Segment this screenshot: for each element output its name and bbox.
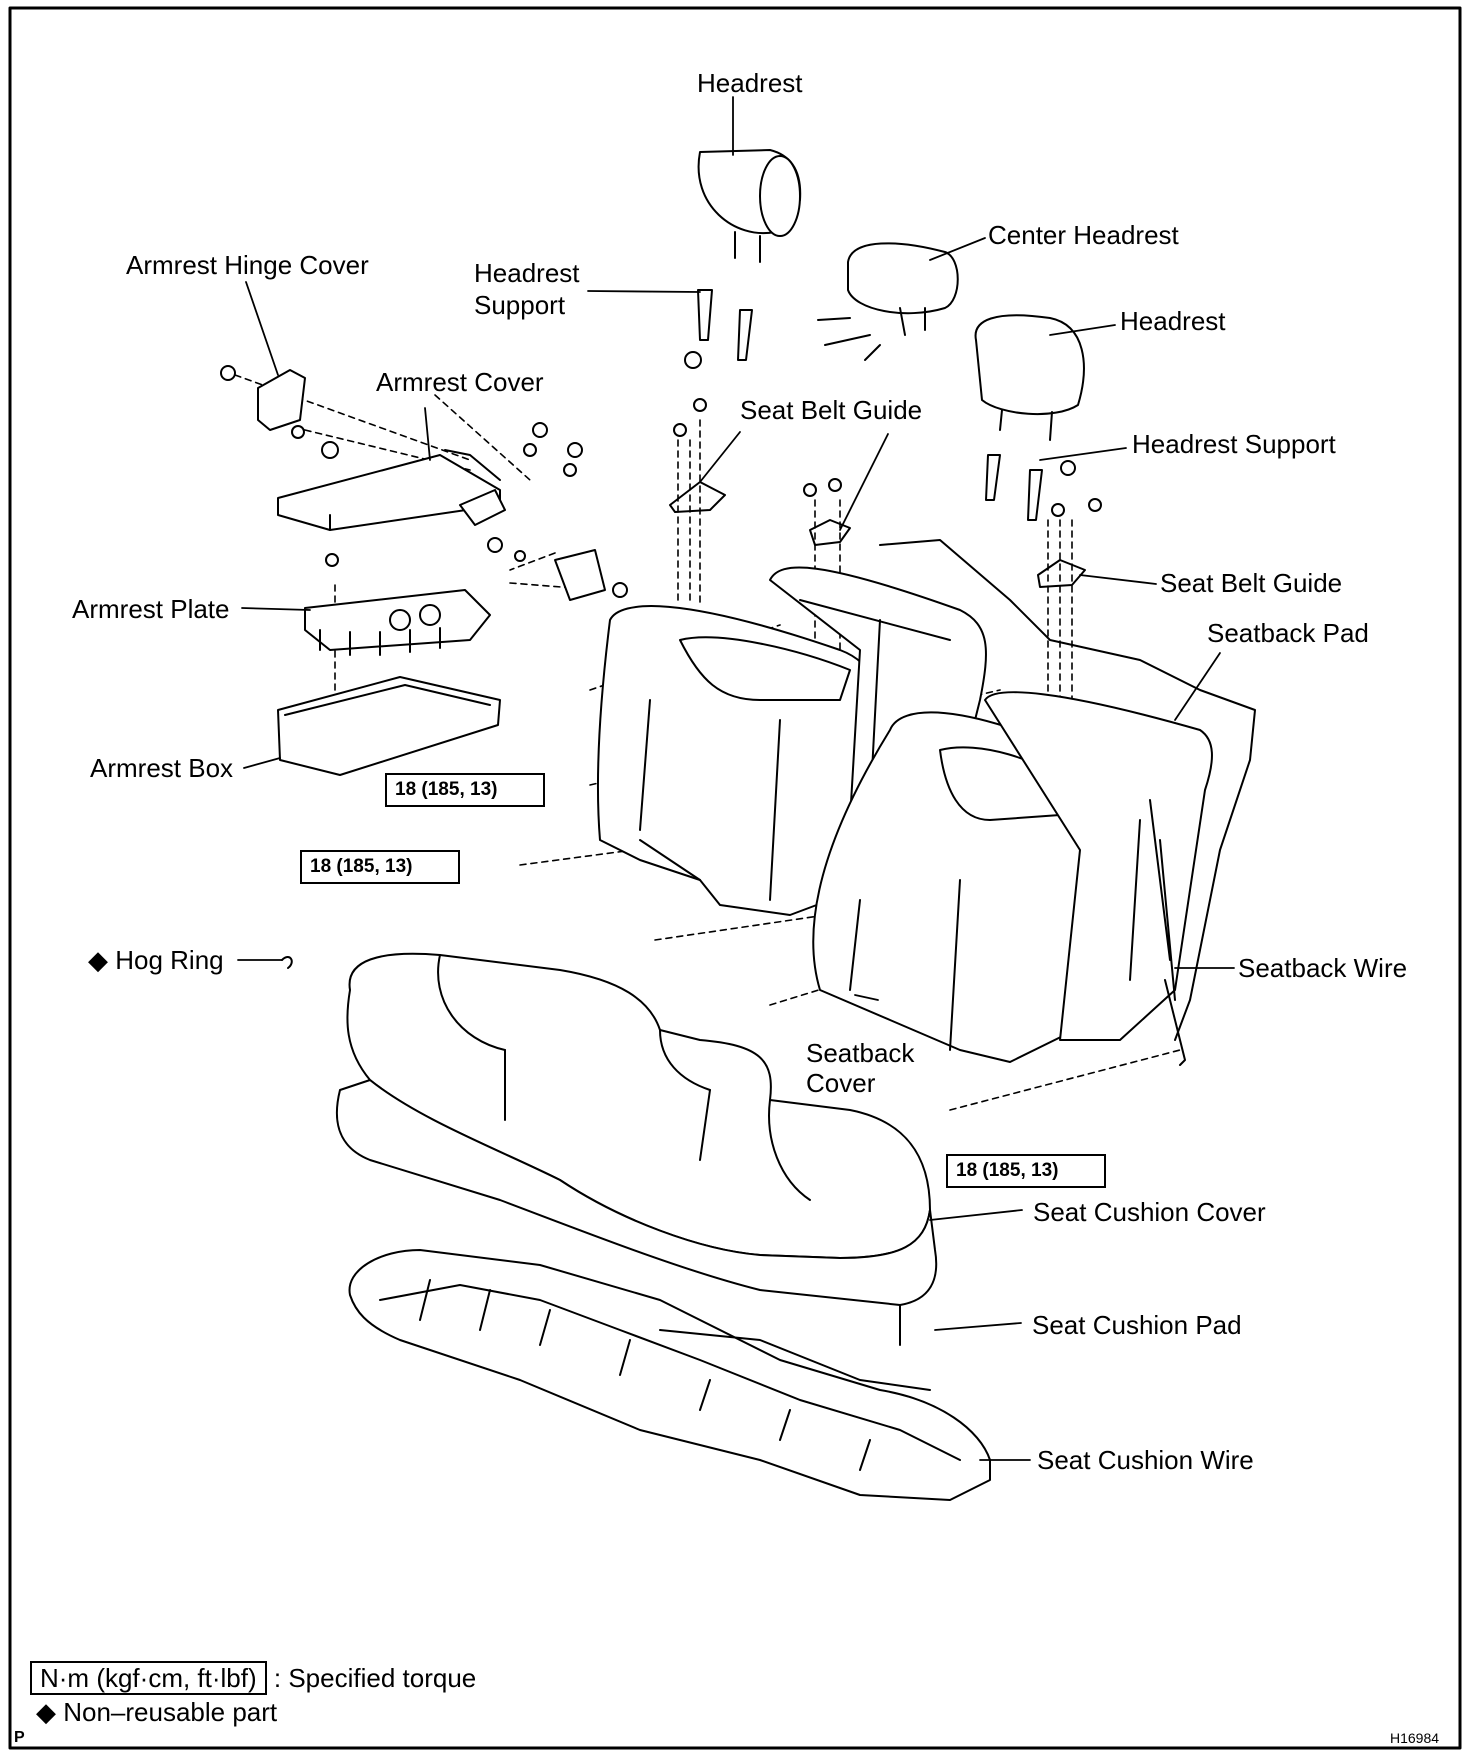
label-seatback-wire: Seatback Wire [1238, 953, 1408, 983]
headrest-supports-drawing [673, 289, 1102, 521]
torque-box-3: 18 (185, 13) [946, 1154, 1106, 1188]
label-seatback-cover-2: Cover [806, 1068, 876, 1098]
armrest-box-drawing [277, 676, 501, 776]
seat-cushion-pad-drawing [335, 1079, 938, 1346]
armrest-hinge-cover-drawing [220, 365, 339, 459]
seatback-pad-drawing [984, 691, 1213, 1041]
figure-code: H16984 [1390, 1730, 1440, 1746]
label-headrest-support-left-2: Support [474, 290, 566, 320]
label-headrest-support-left-1: Headrest [474, 258, 580, 288]
seat-belt-guide-left-drawing [669, 481, 726, 513]
legend-torque: N·m (kgf·cm, ft·lbf) : Specified torque [30, 1661, 477, 1695]
armrest-cover-drawing [277, 422, 583, 562]
label-seatback-pad: Seatback Pad [1207, 618, 1369, 648]
label-seatback-cover-1: Seatback [806, 1038, 915, 1068]
headrest-right-drawing [974, 314, 1085, 441]
leader-lines [237, 96, 1235, 1461]
label-seat-belt-guide-right: Seat Belt Guide [1160, 568, 1343, 598]
label-hog-ring: ◆ Hog Ring [88, 945, 224, 975]
label-seat-cushion-cover: Seat Cushion Cover [1033, 1197, 1266, 1227]
diamond-icon: ◆ [88, 945, 108, 975]
label-headrest-top: Headrest [697, 68, 803, 98]
legend-torque-desc: : Specified torque [273, 1663, 477, 1693]
legend-nonreusable-desc: Non–reusable part [63, 1697, 278, 1727]
label-headrest-right: Headrest [1120, 306, 1226, 336]
label-armrest-box: Armrest Box [90, 753, 234, 783]
legend-torque-unit: N·m (kgf·cm, ft·lbf) [30, 1661, 267, 1695]
hog-ring-drawing [281, 956, 293, 969]
corner-mark-left: P [14, 1729, 25, 1746]
torque-box-2: 18 (185, 13) [300, 850, 460, 884]
seatback-wire-drawing [879, 539, 1256, 1066]
label-headrest-support-right: Headrest Support [1132, 429, 1336, 459]
label-armrest-plate: Armrest Plate [72, 594, 230, 624]
label-seat-belt-guide-left: Seat Belt Guide [740, 395, 923, 425]
diamond-icon: ◆ [36, 1697, 56, 1727]
frame [8, 6, 1462, 1750]
seat-cushion-wire-drawing [348, 1249, 991, 1501]
armrest-plate-drawing [304, 553, 491, 656]
label-seat-cushion-wire: Seat Cushion Wire [1037, 1445, 1254, 1475]
center-headrest-drawing [817, 242, 959, 361]
legend-nonreusable: ◆ Non–reusable part [36, 1696, 277, 1728]
hinge-bracket-right-drawing [554, 549, 628, 601]
label-armrest-cover: Armrest Cover [376, 367, 544, 397]
label-armrest-hinge-cover: Armrest Hinge Cover [126, 250, 369, 280]
seat-belt-guide-right-drawing [1037, 559, 1086, 588]
label-seat-cushion-pad: Seat Cushion Pad [1032, 1310, 1242, 1340]
headrest-left-drawing [697, 149, 802, 263]
label-center-headrest: Center Headrest [988, 220, 1179, 250]
torque-box-1: 18 (185, 13) [385, 773, 545, 807]
label-hog-ring-text: Hog Ring [115, 945, 224, 975]
